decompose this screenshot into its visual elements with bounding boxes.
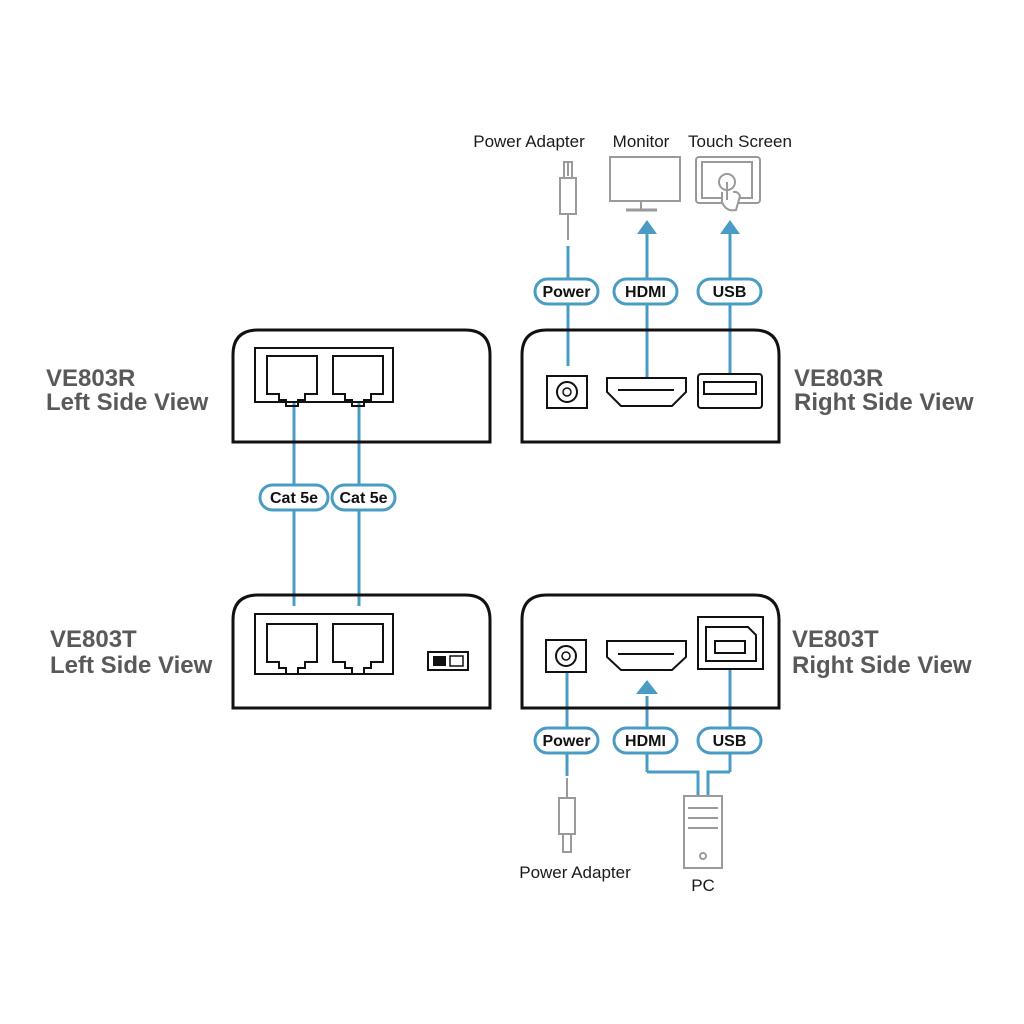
svg-text:VE803T: VE803T (792, 626, 879, 653)
svg-text:VE803R: VE803R (46, 365, 135, 392)
svg-text:HDMI: HDMI (625, 284, 666, 301)
dc-jack-icon (545, 639, 587, 673)
svg-text:Power: Power (542, 284, 590, 301)
usb-cable-label-top: USB (696, 277, 763, 306)
cat5e-cable-label-2: Cat 5e (330, 483, 397, 512)
usb-b-port-icon (697, 616, 764, 670)
rj45-port-icon (332, 623, 384, 675)
dc-jack-icon (546, 375, 588, 409)
usb-a-port-icon (697, 373, 763, 409)
ve803t-left-title: VE803T Left Side View (50, 626, 213, 679)
svg-text:Right Side View: Right Side View (794, 389, 974, 416)
power-adapter-icon (558, 778, 576, 853)
pc-label: PC (691, 876, 715, 895)
ve803t-right-title: VE803T Right Side View (792, 626, 972, 679)
svg-text:Power: Power (542, 733, 590, 750)
ve803t-right-unit (520, 593, 781, 710)
svg-text:USB: USB (713, 284, 747, 301)
monitor-icon (609, 156, 681, 212)
hdmi-cable-label-top: HDMI (612, 277, 679, 306)
monitor-label: Monitor (613, 132, 670, 151)
svg-text:HDMI: HDMI (625, 733, 666, 750)
svg-text:Left Side View: Left Side View (46, 389, 209, 416)
hdmi-port-icon (606, 640, 687, 671)
svg-text:Cat 5e: Cat 5e (270, 490, 318, 507)
svg-text:Left Side View: Left Side View (50, 652, 213, 679)
hdmi-port-icon (606, 377, 687, 407)
power-cable-label-bottom: Power (533, 726, 600, 755)
dip-switch-icon (427, 651, 469, 671)
ve803r-left-unit (231, 328, 492, 444)
arrow-up-monitor (637, 220, 657, 234)
svg-text:VE803R: VE803R (794, 365, 883, 392)
touch-screen-icon (695, 156, 761, 212)
arrow-up-hdmi (636, 680, 658, 694)
power-adapter-icon (559, 161, 577, 240)
rj45-port-icon (266, 355, 318, 407)
power-adapter-bottom-label: Power Adapter (519, 863, 631, 882)
pc-icon (683, 795, 723, 869)
svg-text:Right Side View: Right Side View (792, 652, 972, 679)
power-adapter-top-label: Power Adapter (473, 132, 585, 151)
ve803r-right-unit (520, 328, 781, 444)
hdmi-cable-label-bottom: HDMI (612, 726, 679, 755)
rj45-port-icon (266, 623, 318, 675)
cable-lines (292, 232, 732, 796)
touch-screen-label: Touch Screen (688, 132, 792, 151)
svg-text:VE803T: VE803T (50, 626, 137, 653)
cable-arrows (636, 220, 740, 694)
svg-text:USB: USB (713, 733, 747, 750)
ve803r-left-title: VE803R Left Side View (46, 365, 209, 416)
rj45-port-icon (332, 355, 384, 407)
power-cable-label-top: Power (533, 277, 600, 306)
svg-text:Cat 5e: Cat 5e (339, 490, 387, 507)
ve803t-left-unit (231, 593, 492, 710)
ve803r-right-title: VE803R Right Side View (794, 365, 974, 416)
arrow-up-touch (720, 220, 740, 234)
usb-cable-label-bottom: USB (696, 726, 763, 755)
cat5e-cable-label-1: Cat 5e (258, 483, 330, 512)
